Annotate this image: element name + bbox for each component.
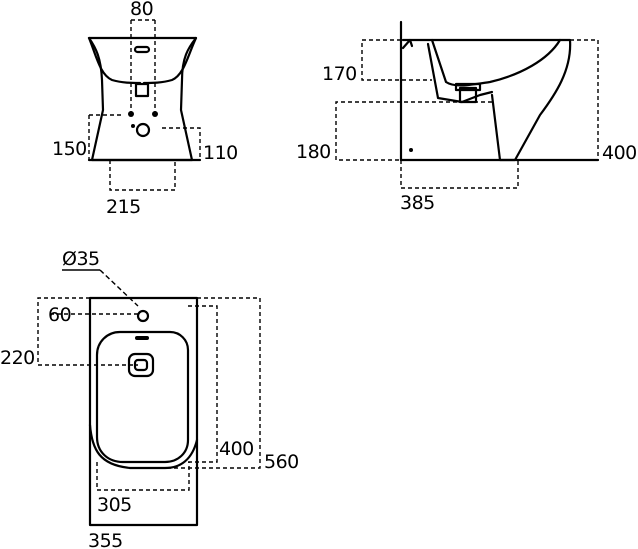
dim-front-150: 150 — [52, 138, 87, 160]
dim-plan-220: 220 — [0, 347, 35, 369]
front-tap-hole — [133, 45, 151, 54]
dim-front-110: 110 — [203, 142, 238, 164]
dim-plan-355: 355 — [88, 530, 123, 549]
dim-plan-400: 400 — [219, 438, 254, 460]
front-waste-outlet — [135, 122, 151, 138]
dim-plan-560: 560 — [264, 451, 299, 473]
dim-front-215: 215 — [106, 196, 141, 218]
front-body-outline — [87, 36, 198, 162]
dim-plan-305: 305 — [97, 494, 132, 516]
front-view — [87, 19, 202, 191]
dim-side-400: 400 — [602, 142, 637, 164]
plan-tap-hole — [136, 309, 150, 323]
plan-bowl-outline — [95, 330, 190, 464]
dim-side-385: 385 — [400, 192, 435, 214]
dim-front-80: 80 — [130, 0, 153, 20]
dim-plan-diameter-35: Ø35 — [62, 248, 100, 270]
plan-body-outline — [88, 296, 199, 527]
dim-plan-60: 60 — [48, 304, 71, 326]
plan-view — [37, 269, 261, 527]
dim-side-180: 180 — [296, 141, 331, 163]
dim-side-170: 170 — [322, 63, 357, 85]
side-body-outline — [401, 38, 572, 162]
side-view — [335, 20, 600, 189]
